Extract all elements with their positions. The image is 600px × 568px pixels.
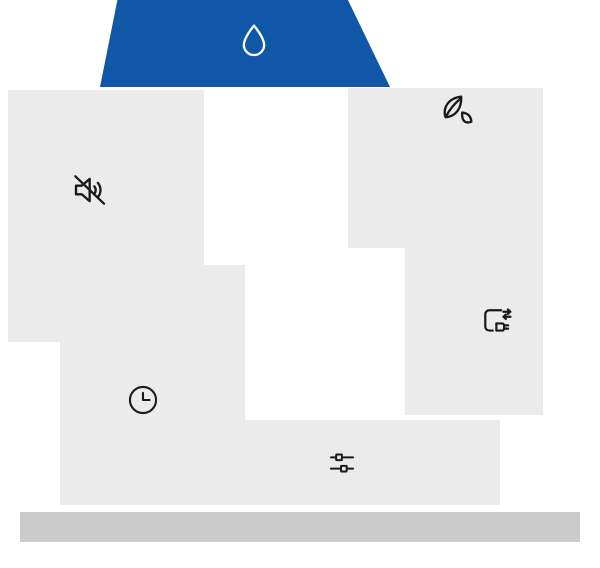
sliders-icon[interactable] [325, 446, 359, 480]
speaker-muted-icon[interactable] [70, 170, 110, 210]
panel-right [405, 150, 543, 415]
water-drop-icon [242, 24, 266, 57]
panel-bottom [205, 420, 500, 505]
leaf-icon[interactable] [436, 91, 476, 131]
footer-bar [20, 512, 580, 542]
clock-icon[interactable] [125, 382, 161, 418]
plug-connect-icon[interactable] [478, 303, 516, 341]
